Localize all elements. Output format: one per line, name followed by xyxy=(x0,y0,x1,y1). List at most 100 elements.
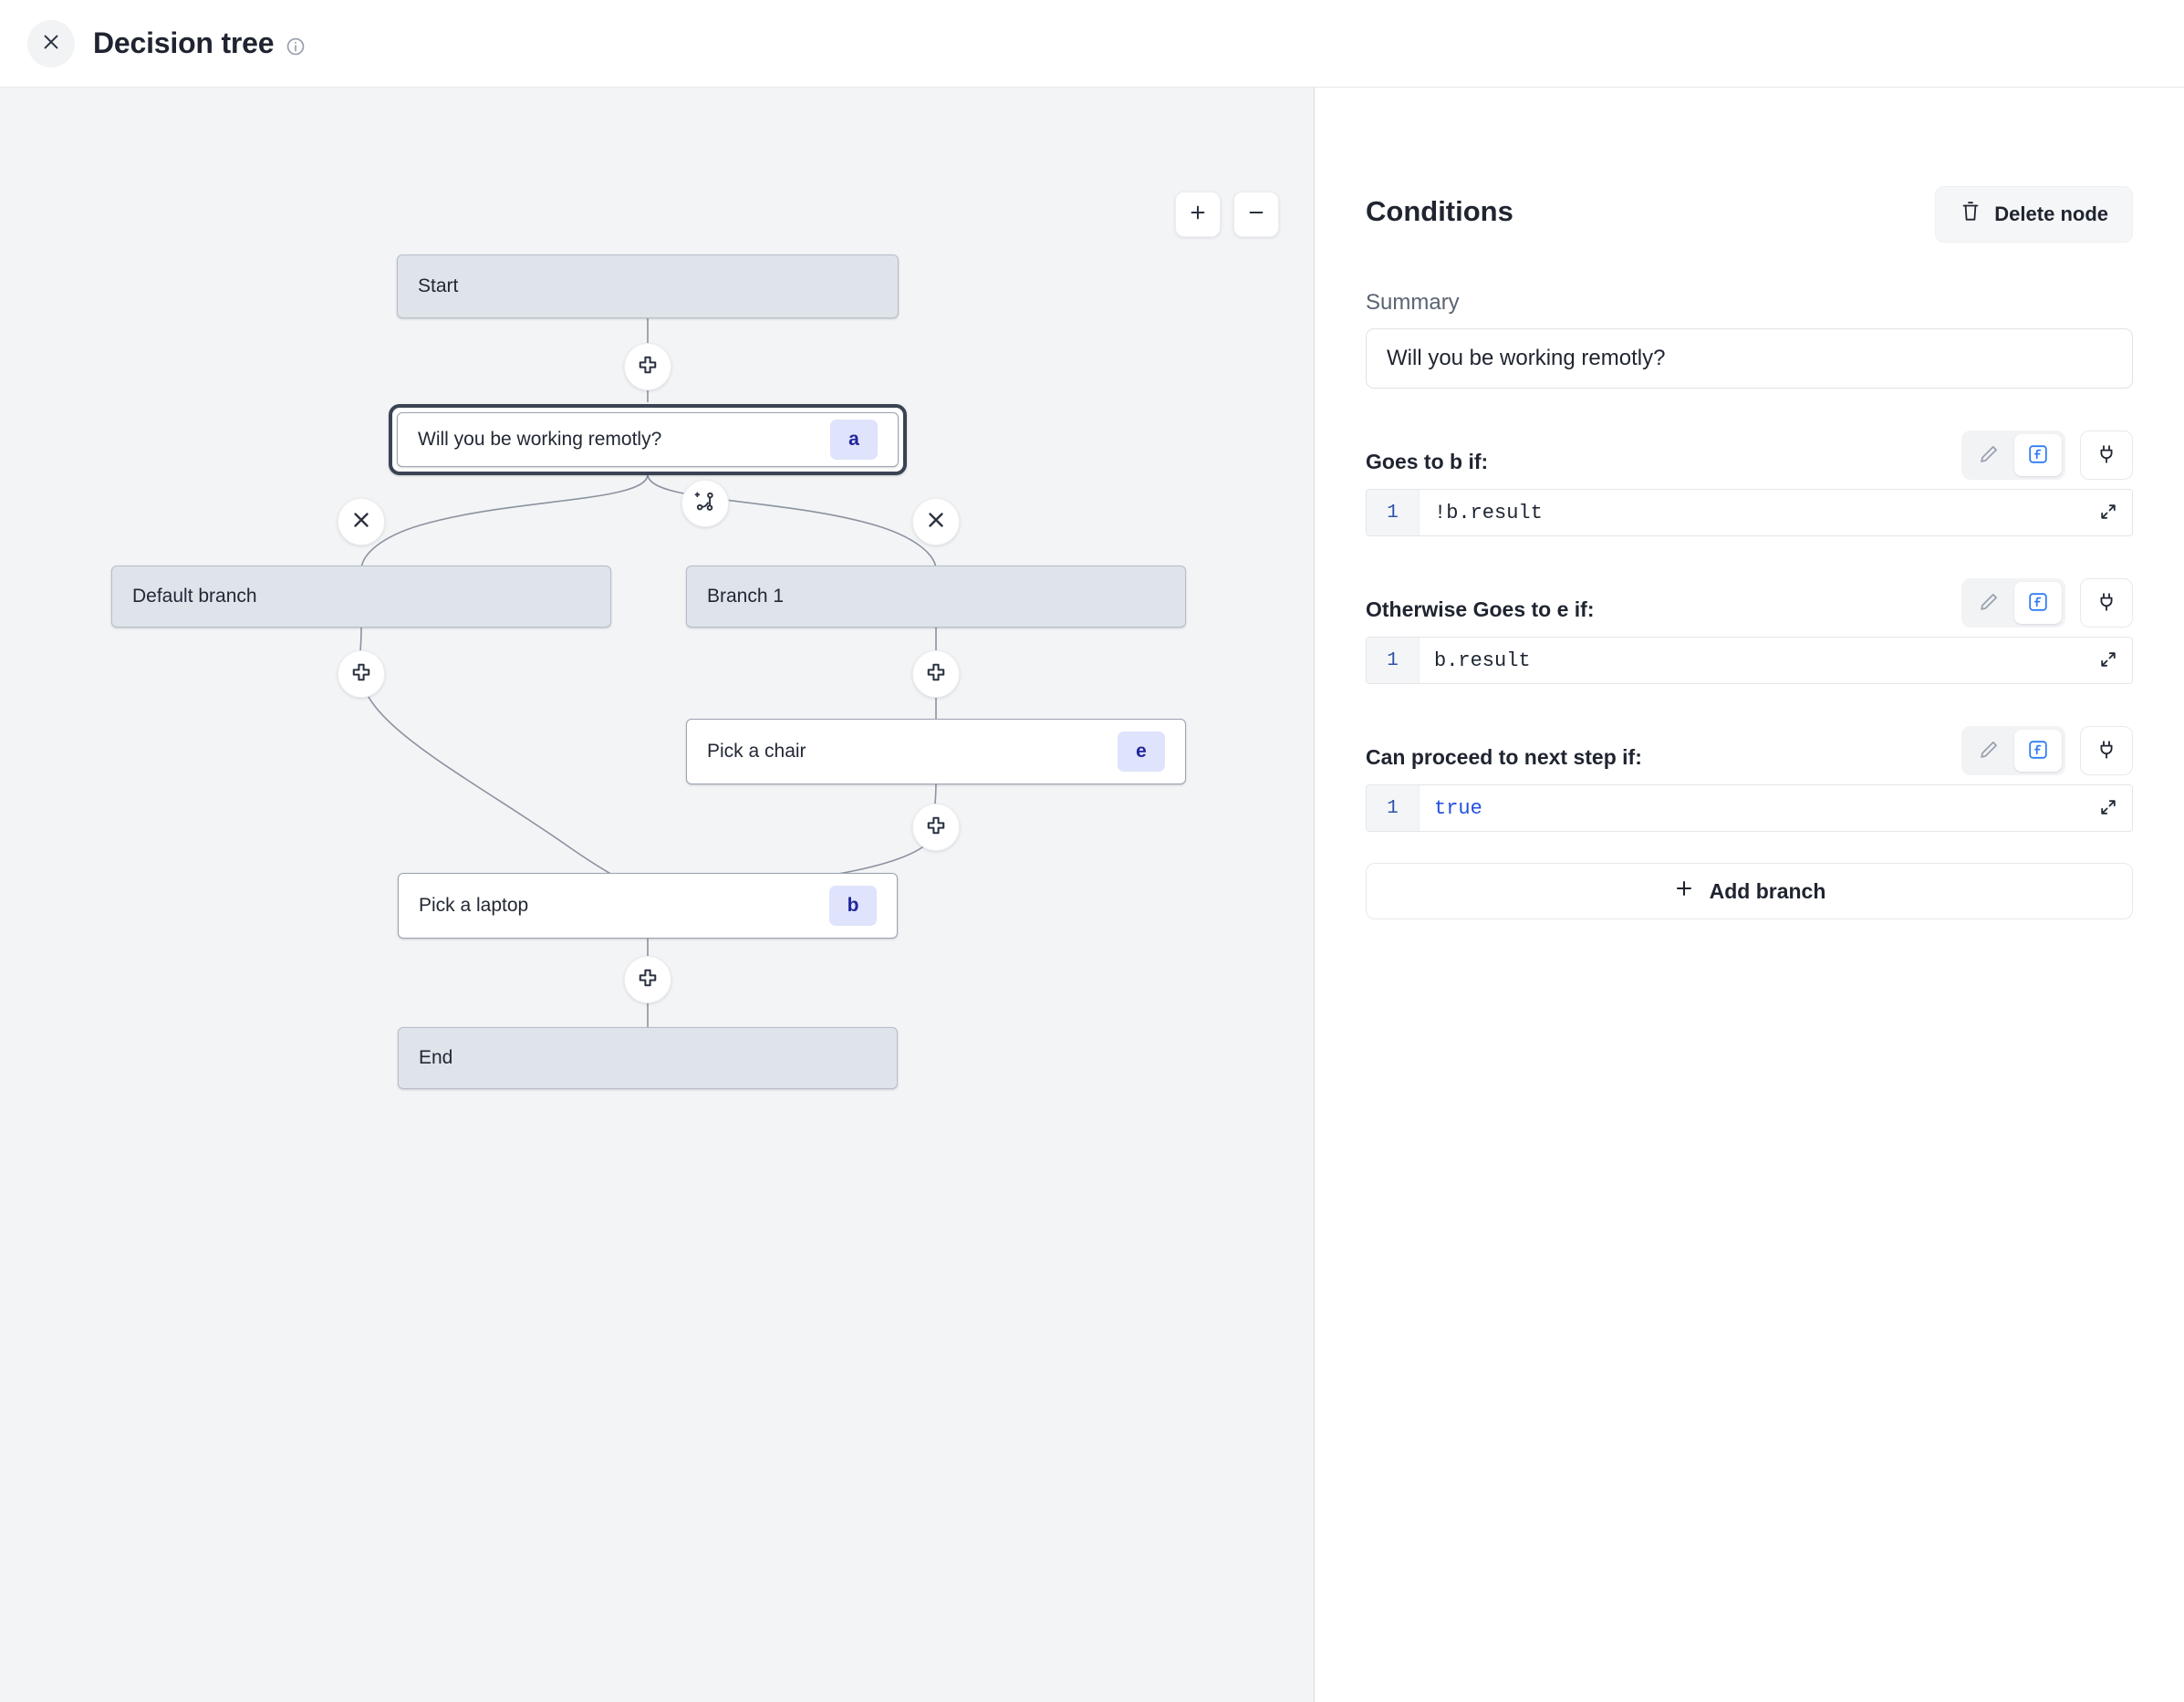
condition-block-goes-to-e: Otherwise Goes to e if: xyxy=(1366,571,2133,684)
delete-default-branch-button[interactable] xyxy=(338,498,385,545)
pencil-icon-button[interactable] xyxy=(1965,582,2012,624)
add-node-after-chair-button[interactable] xyxy=(912,804,960,851)
code-editor[interactable]: 1 true xyxy=(1366,784,2133,832)
plug-icon-button[interactable] xyxy=(2080,431,2133,480)
flow-node-start[interactable]: Start xyxy=(397,254,899,318)
expand-arrows-icon xyxy=(2098,502,2118,524)
add-node-branch-1-button[interactable] xyxy=(912,650,960,698)
line-number: 1 xyxy=(1367,785,1420,831)
flow-node-label: Will you be working remotly? xyxy=(418,429,662,450)
pencil-icon xyxy=(1978,443,2000,468)
summary-label: Summary xyxy=(1366,290,1460,315)
info-circle-icon[interactable] xyxy=(286,36,306,57)
condition-block-can-proceed: Can proceed to next step if: xyxy=(1366,719,2133,832)
function-icon-button[interactable] xyxy=(2014,730,2062,772)
main-area: Start Will you be working remotly? a xyxy=(0,88,2184,1702)
editor-mode-toggle xyxy=(1961,726,2065,775)
summary-input[interactable] xyxy=(1366,328,2133,389)
function-icon xyxy=(2027,443,2049,468)
flow-node-pick-a-laptop[interactable]: Pick a laptop b xyxy=(398,873,898,939)
function-icon-button[interactable] xyxy=(2014,434,2062,476)
function-icon xyxy=(2027,739,2049,763)
flow-canvas[interactable]: Start Will you be working remotly? a xyxy=(0,88,1315,1702)
plug-icon-button[interactable] xyxy=(2080,578,2133,628)
code-editor[interactable]: 1 !b.result xyxy=(1366,489,2133,536)
pencil-icon xyxy=(1978,739,2000,763)
flow-node-a[interactable]: Will you be working remotly? a xyxy=(397,412,899,467)
editor-mode-toggle xyxy=(1961,578,2065,628)
close-icon xyxy=(349,508,373,536)
plus-icon xyxy=(1673,877,1695,905)
delete-node-button[interactable]: Delete node xyxy=(1935,186,2133,243)
condition-block-goes-to-b: Goes to b if: xyxy=(1366,423,2133,536)
flow-node-label: Branch 1 xyxy=(707,586,785,607)
zoom-out-button[interactable] xyxy=(1233,192,1279,237)
add-node-after-laptop-button[interactable] xyxy=(624,956,671,1003)
condition-label: Can proceed to next step if: xyxy=(1366,745,1642,769)
plug-icon-button[interactable] xyxy=(2080,726,2133,775)
code-content[interactable]: true xyxy=(1434,796,1482,820)
code-content[interactable]: !b.result xyxy=(1434,501,1543,524)
editor-mode-toggle xyxy=(1961,431,2065,480)
add-branch-label: Add branch xyxy=(1709,878,1826,903)
expand-arrows-icon xyxy=(2098,797,2118,820)
top-bar: Decision tree xyxy=(0,0,2184,88)
zoom-controls xyxy=(1175,192,1279,237)
line-number: 1 xyxy=(1367,490,1420,535)
plug-icon xyxy=(2096,739,2117,763)
plus-icon xyxy=(924,660,948,689)
function-icon xyxy=(2027,591,2049,616)
plus-icon xyxy=(636,353,660,381)
expand-editor-button[interactable] xyxy=(2088,788,2128,828)
line-number: 1 xyxy=(1367,638,1420,683)
plus-icon xyxy=(1188,202,1208,227)
trash-icon xyxy=(1960,200,1981,229)
flow-node-badge: a xyxy=(830,420,878,460)
condition-label: Goes to b if: xyxy=(1366,450,1489,473)
minus-icon xyxy=(1246,202,1266,227)
flow-node-label: Pick a laptop xyxy=(419,895,529,916)
add-node-default-branch-button[interactable] xyxy=(338,650,385,698)
flow-node-badge: b xyxy=(829,886,877,926)
add-branch-button[interactable]: Add branch xyxy=(1366,863,2133,919)
close-icon xyxy=(41,32,61,55)
flow-node-pick-a-chair[interactable]: Pick a chair e xyxy=(686,719,1186,784)
flow-node-label: Default branch xyxy=(132,586,257,607)
condition-tools xyxy=(1961,431,2133,480)
delete-branch-1-button[interactable] xyxy=(912,498,960,545)
add-node-after-start-button[interactable] xyxy=(624,343,671,390)
plug-icon xyxy=(2096,591,2117,616)
panel-header: Conditions Delete node xyxy=(1366,186,2133,243)
flow-graph: Start Will you be working remotly? a xyxy=(0,88,1314,1702)
flow-node-badge: e xyxy=(1118,732,1165,772)
condition-tools xyxy=(1961,578,2133,628)
add-branch-canvas-button[interactable] xyxy=(681,480,729,527)
expand-arrows-icon xyxy=(2098,649,2118,672)
plus-icon xyxy=(924,814,948,842)
close-icon xyxy=(924,508,948,536)
flow-node-a-selection: Will you be working remotly? a xyxy=(389,404,907,475)
expand-editor-button[interactable] xyxy=(2088,640,2128,680)
panel-title: Conditions xyxy=(1366,195,1513,227)
code-editor[interactable]: 1 b.result xyxy=(1366,637,2133,684)
plus-icon xyxy=(349,660,373,689)
delete-node-label: Delete node xyxy=(1994,202,2108,225)
expand-editor-button[interactable] xyxy=(2088,493,2128,533)
flow-node-label: Start xyxy=(418,275,459,296)
condition-label: Otherwise Goes to e if: xyxy=(1366,597,1595,621)
flow-node-default-branch[interactable]: Default branch xyxy=(111,566,611,628)
plug-icon xyxy=(2096,443,2117,468)
condition-tools xyxy=(1961,726,2133,775)
pencil-icon-button[interactable] xyxy=(1965,730,2012,772)
close-button[interactable] xyxy=(27,19,75,67)
git-branch-plus-icon xyxy=(693,490,717,518)
page-title: Decision tree xyxy=(93,26,275,59)
pencil-icon xyxy=(1978,591,2000,616)
pencil-icon-button[interactable] xyxy=(1965,434,2012,476)
flow-node-branch-1[interactable]: Branch 1 xyxy=(686,566,1186,628)
conditions-panel: Conditions Delete node Summary Goes to b… xyxy=(1315,88,2184,1702)
flow-node-end[interactable]: End xyxy=(398,1027,898,1089)
zoom-in-button[interactable] xyxy=(1175,192,1221,237)
code-content[interactable]: b.result xyxy=(1434,649,1531,672)
function-icon-button[interactable] xyxy=(2014,582,2062,624)
